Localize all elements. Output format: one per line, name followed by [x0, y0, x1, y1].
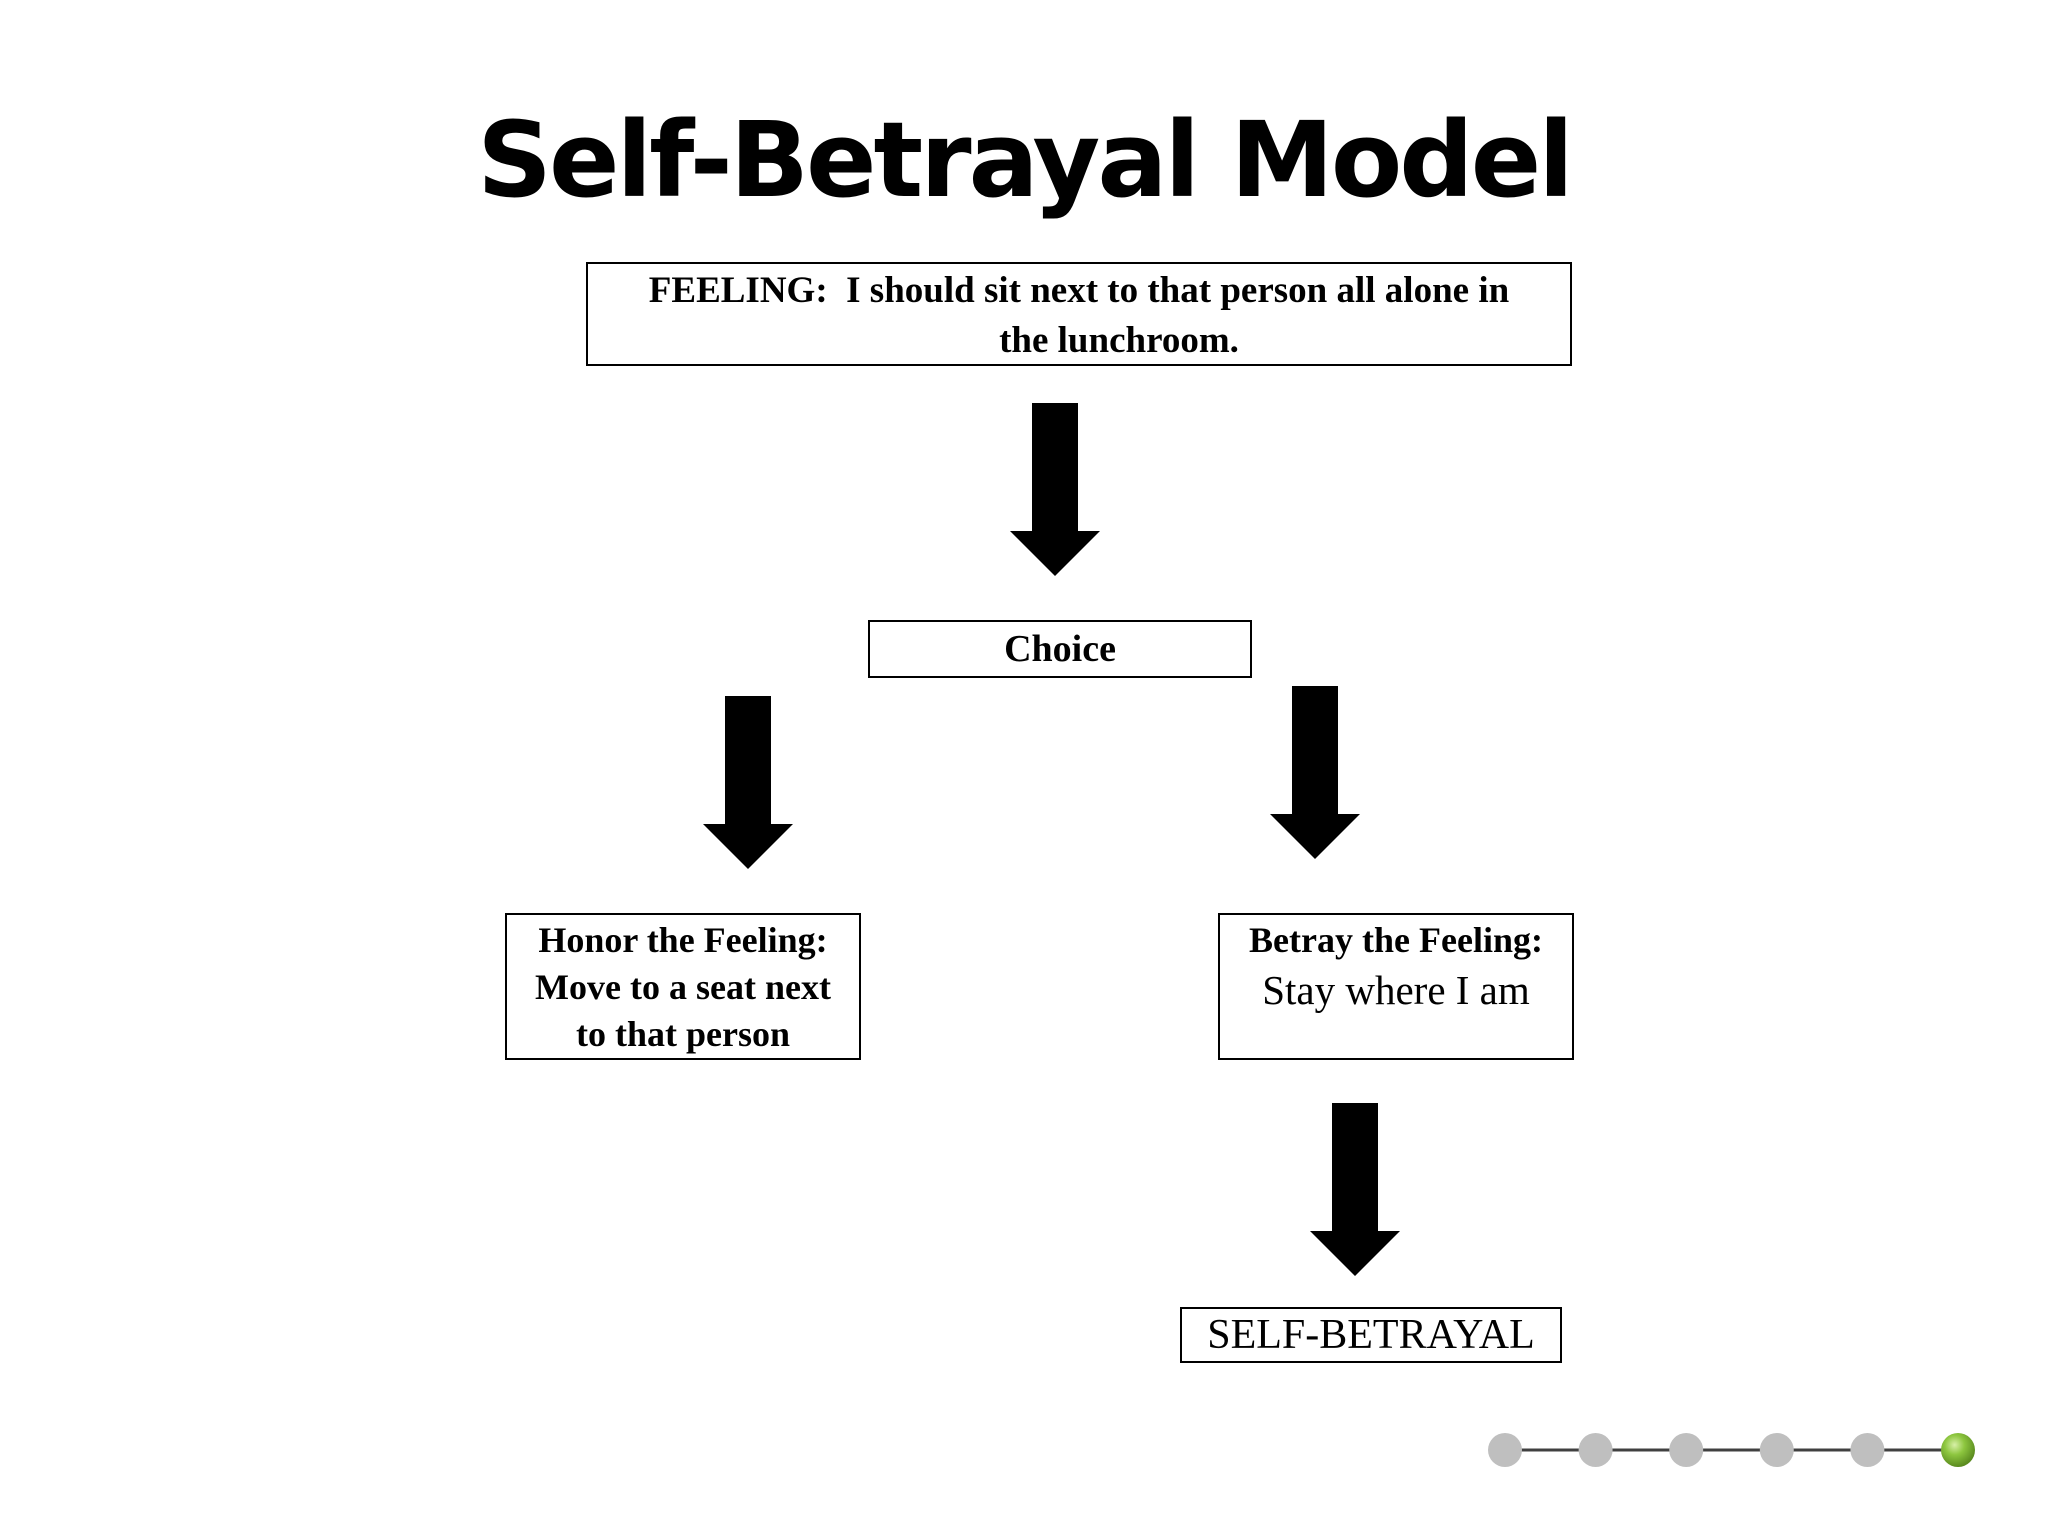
- feeling-text-line-2: the lunchroom.: [999, 320, 1239, 361]
- down-arrow-icon: [1010, 403, 1100, 576]
- down-arrow-icon: [703, 696, 793, 869]
- nav-dot[interactable]: [1850, 1433, 1885, 1467]
- slide-progress-nav: [1488, 1433, 1975, 1467]
- choice-label: Choice: [1004, 628, 1116, 670]
- nav-dot[interactable]: [1488, 1433, 1522, 1467]
- nav-dot[interactable]: [1669, 1433, 1704, 1467]
- choice-box: Choice: [868, 620, 1252, 678]
- self-betrayal-label: SELF-BETRAYAL: [1207, 1312, 1535, 1358]
- honor-text-line-1: Honor the Feeling:: [538, 920, 828, 960]
- honor-text-line-3: to that person: [576, 1014, 790, 1054]
- down-arrow-icon: [1270, 686, 1360, 859]
- feeling-text-line-1: FEELING: I should sit next to that perso…: [648, 270, 1510, 311]
- nav-dot[interactable]: [1578, 1433, 1613, 1467]
- self-betrayal-box: SELF-BETRAYAL: [1180, 1307, 1562, 1363]
- betray-feeling-box: Betray the Feeling: Stay where I am: [1218, 913, 1574, 1060]
- honor-text-line-2: Move to a seat next: [535, 967, 831, 1007]
- honor-feeling-box: Honor the Feeling: Move to a seat next t…: [505, 913, 861, 1060]
- betray-text-line-1: Betray the Feeling:: [1249, 920, 1543, 960]
- feeling-box: FEELING: I should sit next to that perso…: [586, 262, 1572, 366]
- betray-text-line-2: Stay where I am: [1262, 967, 1530, 1013]
- nav-dot-active[interactable]: [1941, 1433, 1975, 1467]
- down-arrow-icon: [1310, 1103, 1400, 1276]
- nav-dot[interactable]: [1759, 1433, 1794, 1467]
- slide-title: Self-Betrayal Model: [477, 99, 1574, 221]
